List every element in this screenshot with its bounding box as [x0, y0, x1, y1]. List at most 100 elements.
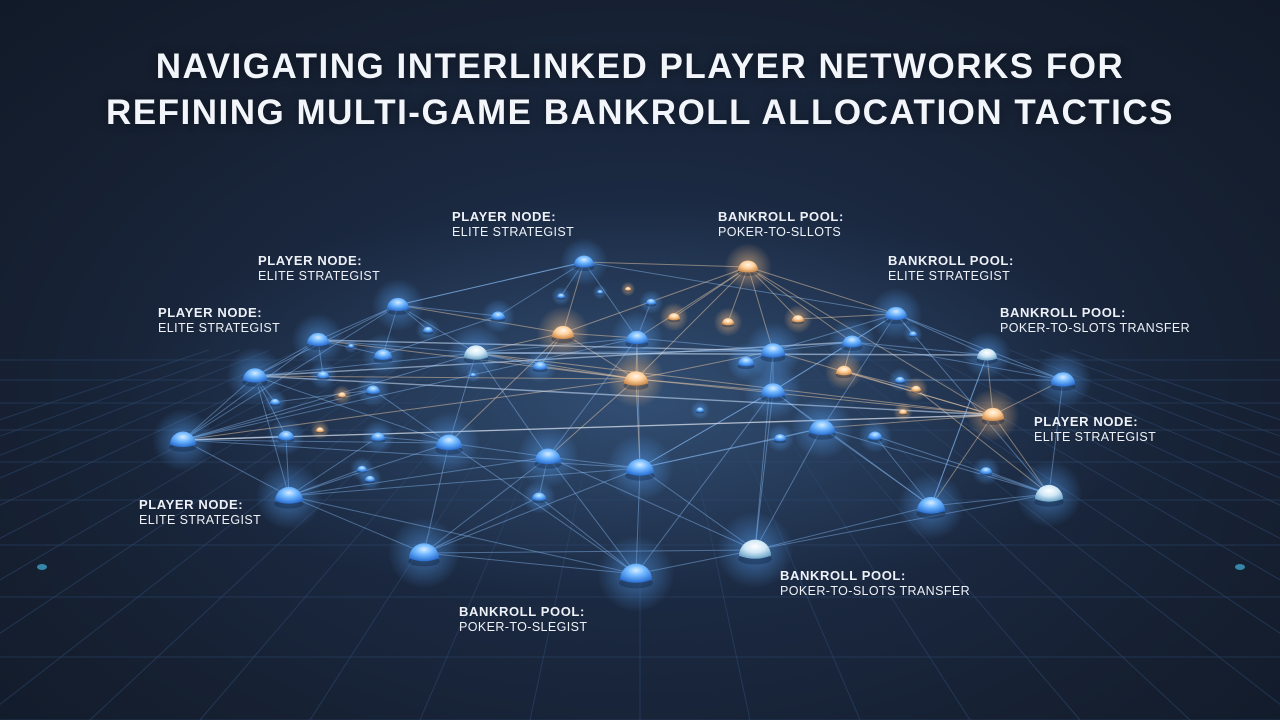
label-subtitle: ELITE STRATEGIST	[1034, 430, 1157, 444]
network-node	[607, 350, 665, 408]
node-label-pool-lower-right: BANKROLL POOL: POKER-TO-SLOTS TRANSFER	[780, 568, 970, 599]
network-link	[772, 350, 994, 416]
grid-line	[793, 349, 1191, 720]
network-node	[592, 284, 608, 300]
label-heading: PLAYER NODE:	[139, 497, 244, 512]
network-node	[332, 385, 352, 405]
network-node	[291, 313, 345, 367]
grid-line	[0, 349, 456, 706]
grid-line	[0, 349, 209, 421]
network-nodes	[37, 238, 1245, 613]
network-link	[182, 439, 450, 444]
network-node	[869, 287, 923, 341]
grid-line	[0, 349, 425, 634]
network-node	[659, 302, 689, 332]
network-node	[551, 286, 571, 306]
label-subtitle: ELITE STRATEGIST	[452, 225, 575, 239]
network-node	[620, 281, 636, 297]
network-link	[635, 378, 994, 416]
grid-line	[0, 349, 271, 456]
label-subtitle: POKER-TO-SLOTS TRANSFER	[780, 584, 971, 598]
network-node	[716, 511, 794, 589]
network-node	[516, 425, 580, 489]
grid-line	[0, 349, 364, 539]
label-subtitle: POKER-TO-SLEGIST	[459, 620, 588, 634]
network-node	[724, 243, 772, 291]
network-node	[536, 306, 590, 360]
label-heading: BANKROLL POOL:	[1000, 305, 1126, 320]
node-label-player-upper-left: PLAYER NODE: ELITE STRATEGIST	[258, 253, 380, 284]
grid-line	[199, 349, 518, 720]
label-heading: BANKROLL POOL:	[718, 209, 844, 224]
grid-line	[670, 349, 751, 720]
label-heading: PLAYER NODE:	[452, 209, 557, 224]
network-node	[1015, 460, 1083, 528]
network-node	[597, 535, 675, 613]
network-node	[966, 388, 1020, 442]
label-subtitle: ELITE STRATEGIST	[258, 269, 381, 283]
network-link	[182, 352, 477, 441]
network-node	[151, 408, 215, 472]
node-label-player-right: PLAYER NODE: ELITE STRATEGIST	[1034, 414, 1156, 445]
network-node	[858, 419, 892, 453]
network-node	[904, 377, 928, 401]
network-node	[308, 360, 338, 390]
network-node	[726, 342, 766, 382]
network-node	[971, 456, 1001, 486]
network-node	[690, 400, 710, 420]
network-node	[388, 517, 460, 589]
network-node	[310, 420, 330, 440]
network-link	[182, 304, 399, 441]
network-node	[790, 396, 854, 460]
label-subtitle: ELITE STRATEGIST	[158, 321, 281, 335]
grid-line	[0, 349, 394, 581]
network-link	[397, 261, 585, 306]
grid-line	[1071, 349, 1280, 421]
network-node	[226, 347, 284, 405]
label-heading: BANKROLL POOL:	[780, 568, 906, 583]
network-link	[583, 261, 749, 268]
label-heading: PLAYER NODE:	[258, 253, 363, 268]
network-node	[713, 307, 743, 337]
network-node	[639, 290, 663, 314]
network-node	[765, 423, 795, 453]
network-node	[447, 324, 505, 382]
grid-line	[1040, 349, 1280, 437]
label-subtitle: POKER-TO-SLLOTS	[718, 225, 842, 239]
network-node	[560, 238, 608, 286]
grid-line	[916, 349, 1280, 539]
network-node	[371, 278, 425, 332]
grid-line	[89, 349, 487, 720]
network-node	[361, 333, 405, 377]
node-label-pool-bottom: BANKROLL POOL: POKER-TO-SLEGIST	[459, 604, 587, 635]
network-node	[465, 367, 481, 383]
grid-line	[855, 349, 1280, 634]
network-node	[417, 411, 481, 475]
node-label-player-left: PLAYER NODE: ELITE STRATEGIST	[158, 305, 280, 336]
network-node	[903, 324, 923, 344]
network-node	[893, 402, 913, 422]
network-link	[288, 467, 641, 497]
network-node	[523, 349, 557, 383]
network-link	[182, 378, 637, 441]
network-node	[358, 467, 382, 491]
grid-line	[1009, 349, 1280, 456]
node-label-pool-top: BANKROLL POOL: POKER-TO-SLLOTS	[718, 209, 844, 240]
network-link	[288, 495, 637, 575]
network-node	[522, 480, 556, 514]
network-node	[416, 318, 440, 342]
grid-line	[0, 349, 333, 506]
label-heading: BANKROLL POOL:	[888, 253, 1014, 268]
network-link	[254, 375, 450, 444]
grid-line	[978, 349, 1280, 479]
grid-line	[529, 349, 610, 720]
network-node	[610, 311, 664, 365]
network-node	[897, 472, 965, 540]
grid-line	[947, 349, 1280, 506]
grid-line	[0, 349, 240, 437]
network-node	[361, 420, 395, 454]
network-link	[397, 304, 564, 334]
label-heading: BANKROLL POOL:	[459, 604, 585, 619]
network-node	[263, 390, 287, 414]
